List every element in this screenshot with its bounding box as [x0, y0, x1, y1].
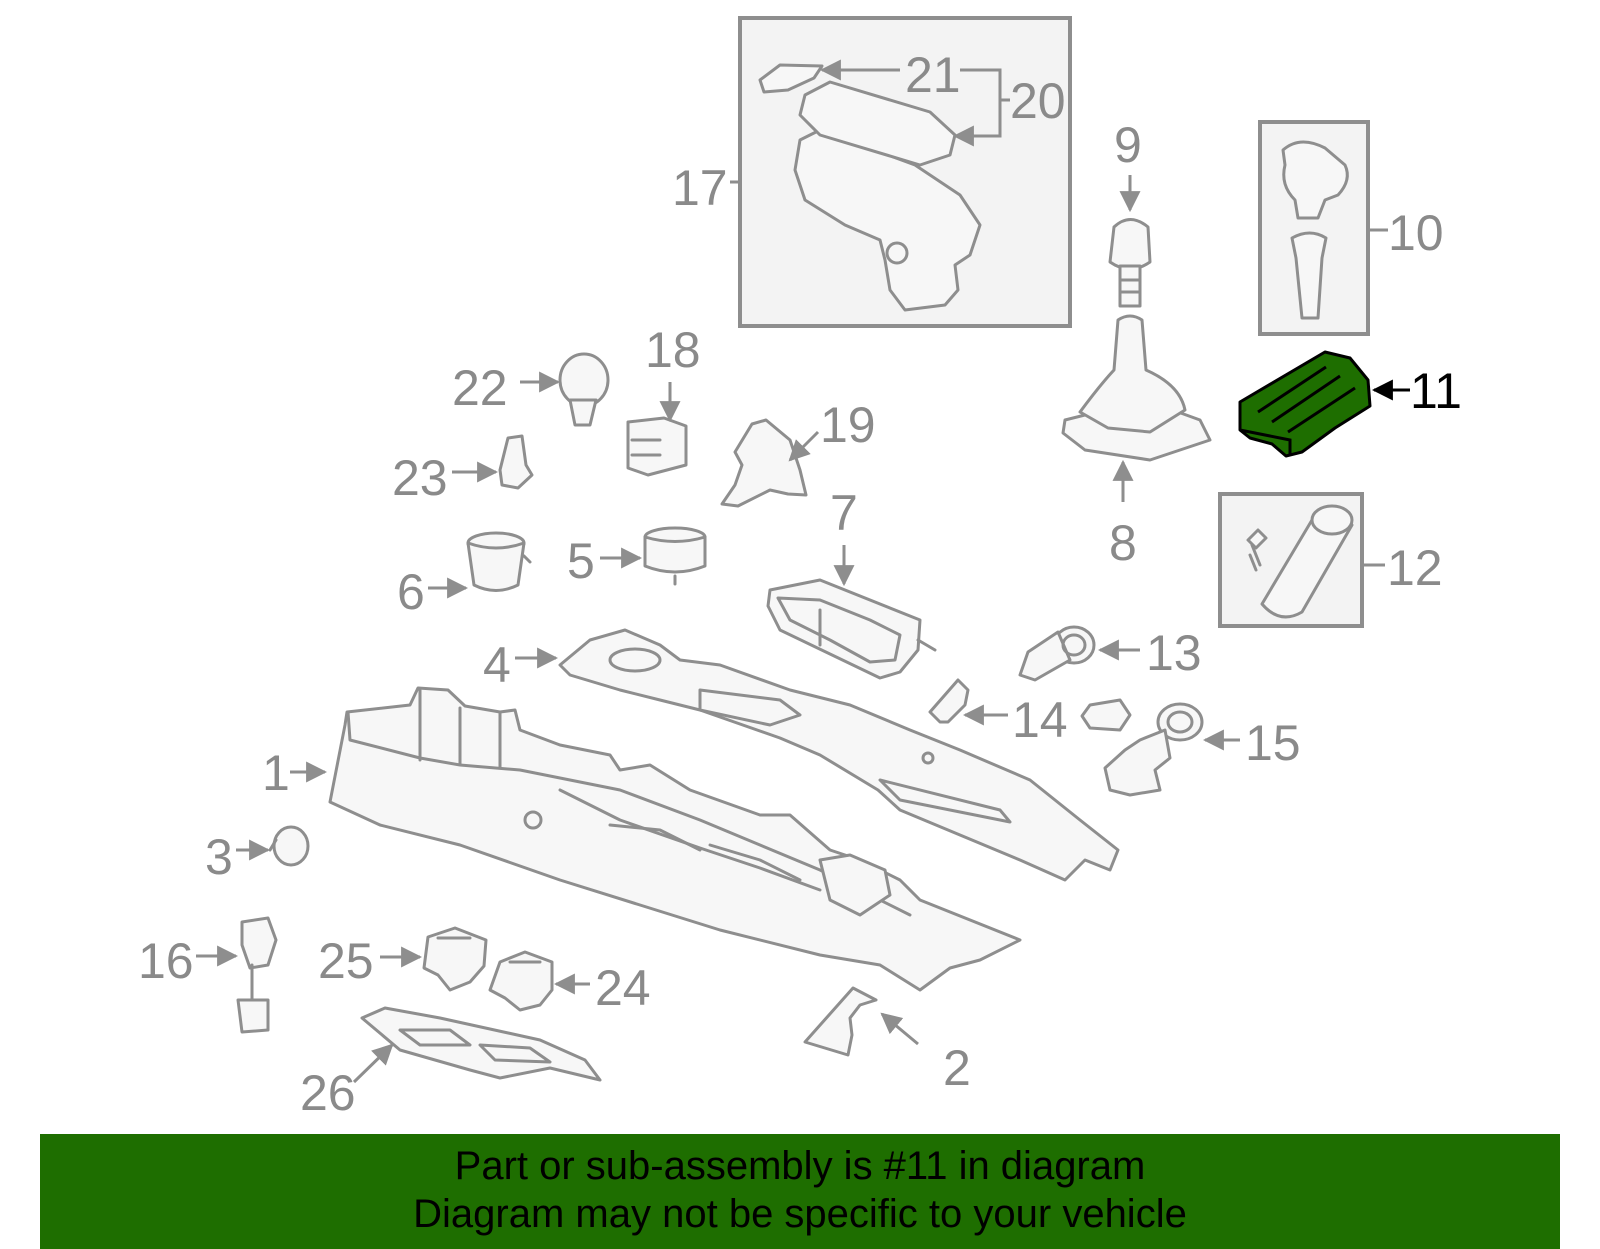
part-9-shift-knob[interactable] [1108, 218, 1152, 308]
label-6: 6 [397, 564, 425, 620]
label-2: 2 [943, 1040, 971, 1096]
part-18-switch[interactable] [626, 416, 688, 477]
part-7-storage-tray[interactable] [766, 578, 937, 680]
part-21-armrest-cap[interactable] [758, 63, 824, 94]
label-1: 1 [262, 745, 290, 801]
label-25: 25 [318, 933, 374, 989]
part-14-bulb[interactable] [928, 678, 970, 724]
part-24-switch[interactable] [488, 950, 554, 1012]
part-6-cup-holder[interactable] [466, 531, 532, 592]
label-22: 22 [452, 360, 508, 416]
label-5: 5 [567, 533, 595, 589]
label-20: 20 [1010, 73, 1066, 129]
part-22-knob[interactable] [558, 352, 610, 427]
label-8: 8 [1109, 515, 1137, 571]
label-14: 14 [1012, 692, 1068, 748]
part-8-shift-boot[interactable] [1061, 314, 1212, 462]
label-4: 4 [483, 637, 511, 693]
label-17: 17 [672, 160, 728, 216]
part-12-lighter-element[interactable] [1246, 504, 1354, 619]
label-23: 23 [392, 450, 448, 506]
label-18: 18 [645, 322, 701, 378]
part-17-armrest[interactable] [793, 80, 982, 312]
part-1-console[interactable] [328, 686, 1022, 992]
label-11: 11 [1410, 363, 1462, 419]
label-26: 26 [300, 1065, 356, 1121]
label-7: 7 [830, 485, 858, 541]
label-12: 12 [1387, 540, 1443, 596]
info-banner: Part or sub-assembly is #11 in diagram D… [40, 1134, 1560, 1249]
label-10: 10 [1388, 205, 1444, 261]
part-19-bracket[interactable] [720, 418, 808, 508]
label-19: 19 [820, 397, 876, 453]
part-25-switch[interactable] [422, 926, 488, 992]
part-16-switch-connector[interactable] [236, 916, 278, 1034]
label-24: 24 [595, 960, 651, 1016]
part-4-trim-panel[interactable] [558, 628, 1120, 882]
part-11-shifter-bezel-highlighted[interactable] [1238, 350, 1372, 458]
label-9: 9 [1114, 117, 1142, 173]
part-15-socket-connector[interactable] [1080, 698, 1204, 797]
label-15: 15 [1245, 715, 1301, 771]
part-2-trim-piece[interactable] [803, 986, 878, 1057]
label-21: 21 [905, 47, 961, 103]
label-16: 16 [138, 933, 194, 989]
banner-line-1: Part or sub-assembly is #11 in diagram [454, 1144, 1146, 1188]
part-23-clip[interactable] [498, 434, 534, 490]
banner-line-2: Diagram may not be specific to your vehi… [413, 1192, 1187, 1236]
label-13: 13 [1146, 625, 1202, 681]
part-5-cup-holder-ring[interactable] [643, 526, 707, 586]
part-10-shift-knob-assembly[interactable] [1281, 140, 1349, 320]
label-3: 3 [205, 829, 233, 885]
part-13-power-socket[interactable] [1018, 625, 1096, 682]
part-3-plug[interactable] [268, 825, 310, 867]
part-26-switch-bezel[interactable] [360, 1006, 602, 1082]
